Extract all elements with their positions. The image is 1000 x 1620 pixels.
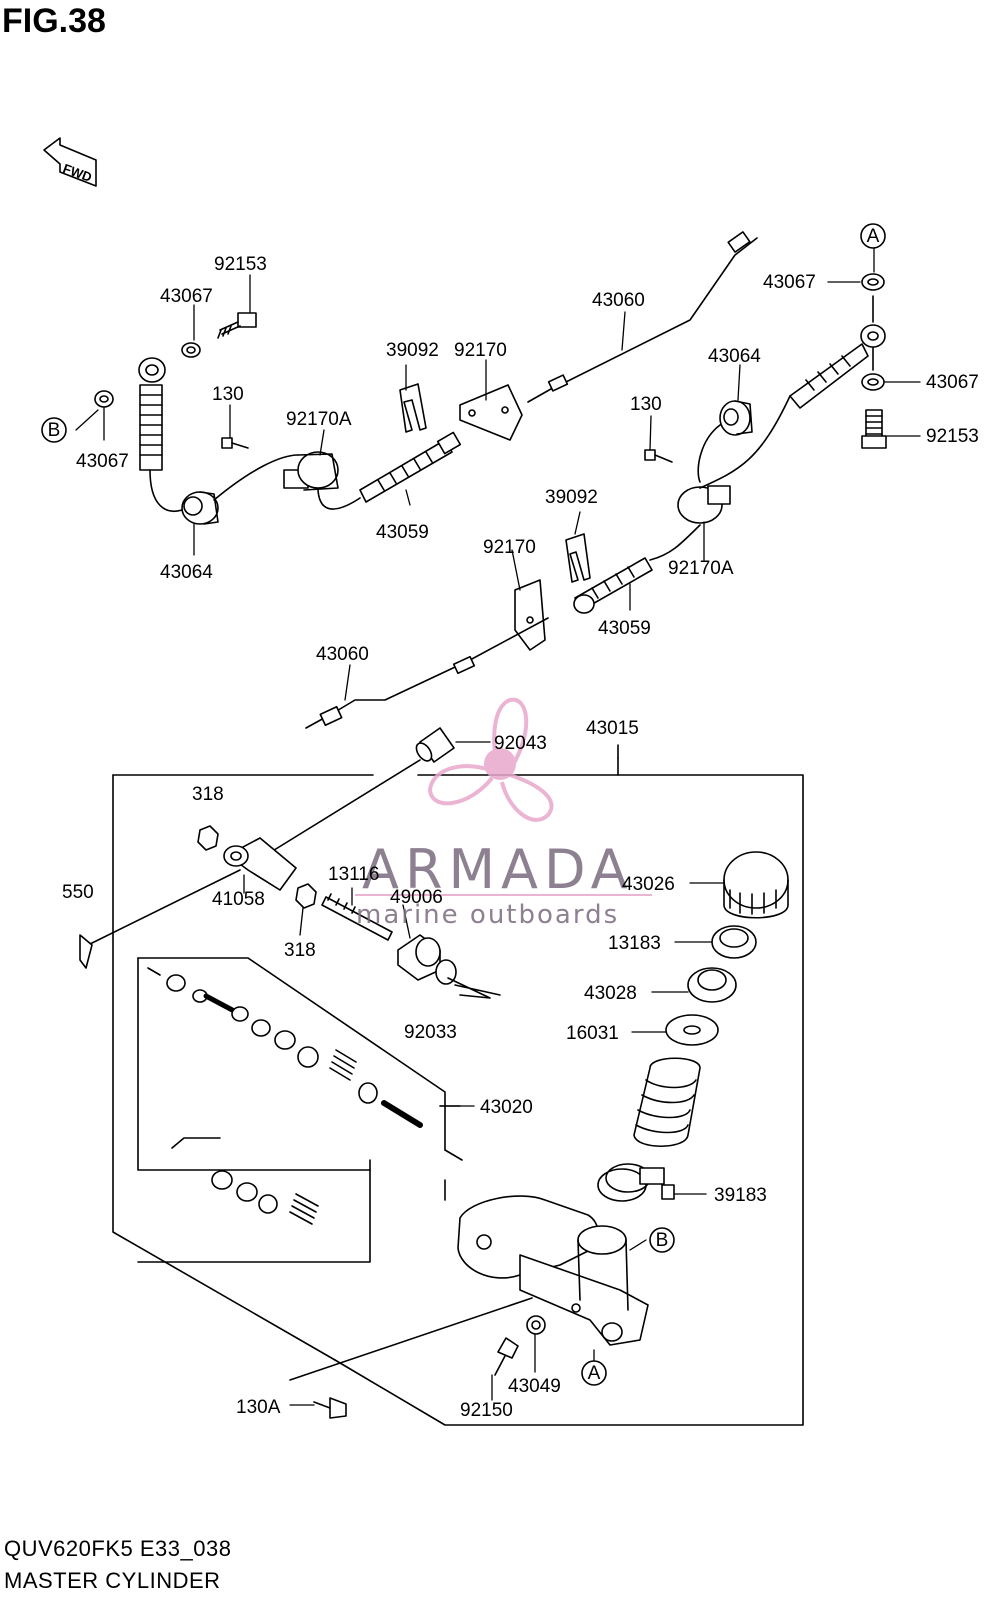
callout-39092-middle: 39092 bbox=[545, 487, 598, 508]
ref-markers bbox=[41, 223, 886, 1386]
callout-130-right: 130 bbox=[630, 394, 662, 415]
leader-lines bbox=[75, 247, 921, 1406]
bushing-49006 bbox=[397, 934, 441, 981]
master-cylinder-frame bbox=[112, 744, 804, 1426]
ref-a-body: A bbox=[588, 1363, 601, 1384]
callout-13116: 13116 bbox=[328, 864, 379, 885]
watermark-brand: ARMADA bbox=[362, 838, 634, 901]
callout-130A: 130A bbox=[236, 1397, 281, 1418]
callout-43028: 43028 bbox=[584, 983, 637, 1004]
ref-a-top: A bbox=[867, 226, 880, 247]
fwd-arrow-icon: FWD bbox=[43, 137, 97, 187]
callout-92150: 92150 bbox=[460, 1400, 513, 1421]
callout-92170-middle: 92170 bbox=[483, 537, 536, 558]
callout-43067-right-top: 43067 bbox=[763, 272, 816, 293]
callout-43067-left-top: 43067 bbox=[160, 286, 213, 307]
callout-43026: 43026 bbox=[622, 874, 675, 895]
upper-cable-left bbox=[94, 231, 758, 525]
ref-b-left: B bbox=[48, 420, 61, 441]
circlip-92033 bbox=[435, 959, 501, 999]
split-pin-550 bbox=[79, 934, 93, 969]
callout-43067-left-bottom: 43067 bbox=[76, 451, 129, 472]
callout-130-left: 130 bbox=[212, 384, 244, 405]
callout-550: 550 bbox=[62, 882, 94, 903]
reservoir-parts bbox=[597, 851, 789, 1202]
callout-39092-upper: 39092 bbox=[386, 340, 439, 361]
master-cylinder-body bbox=[289, 1195, 649, 1419]
callout-92170-upper: 92170 bbox=[454, 340, 507, 361]
armada-watermark: ARMADA marine outboards bbox=[355, 697, 652, 930]
pin-92043 bbox=[257, 727, 455, 861]
upper-cable-right bbox=[644, 273, 887, 524]
callout-92170A-left: 92170A bbox=[286, 409, 352, 430]
callout-43064-left: 43064 bbox=[160, 562, 213, 583]
callout-92153-left: 92153 bbox=[214, 254, 267, 275]
callout-49006: 49006 bbox=[390, 887, 443, 908]
callout-16031: 16031 bbox=[566, 1023, 619, 1044]
callout-13183: 13183 bbox=[608, 933, 661, 954]
callout-43060-upper: 43060 bbox=[592, 290, 645, 311]
callout-318-lower: 318 bbox=[284, 940, 316, 961]
callout-41058: 41058 bbox=[212, 889, 265, 910]
piston-kit-frame bbox=[137, 957, 463, 1263]
callout-92170A-right: 92170A bbox=[668, 558, 734, 579]
callout-43015: 43015 bbox=[586, 718, 639, 739]
nut-318-lower bbox=[295, 883, 317, 909]
callout-92043: 92043 bbox=[494, 733, 547, 754]
figure-title: FIG.38 bbox=[2, 2, 106, 40]
callout-318-top: 318 bbox=[192, 784, 224, 805]
callout-43020: 43020 bbox=[480, 1097, 533, 1118]
callout-43067-right-bottom: 43067 bbox=[926, 372, 979, 393]
callout-43059-upper: 43059 bbox=[376, 522, 429, 543]
footer-model-code: QUV620FK5 E33_038 bbox=[4, 1536, 232, 1561]
middle-cable bbox=[305, 524, 701, 729]
callout-92033: 92033 bbox=[404, 1022, 457, 1043]
callout-43060-lower: 43060 bbox=[316, 644, 369, 665]
callout-39183: 39183 bbox=[714, 1185, 767, 1206]
callout-43064-right: 43064 bbox=[708, 346, 761, 367]
propeller-logo-icon bbox=[427, 697, 554, 822]
clevis-41058 bbox=[87, 837, 297, 946]
callout-43059-middle: 43059 bbox=[598, 618, 651, 639]
footer-section-name: MASTER CYLINDER bbox=[4, 1568, 221, 1593]
callout-92153-right: 92153 bbox=[926, 426, 979, 447]
watermark-tagline: marine outboards bbox=[356, 900, 619, 930]
callout-43049: 43049 bbox=[508, 1376, 561, 1397]
push-rod-13116 bbox=[321, 893, 393, 941]
nut-318-top bbox=[197, 825, 219, 851]
ref-b-body: B bbox=[656, 1230, 669, 1251]
